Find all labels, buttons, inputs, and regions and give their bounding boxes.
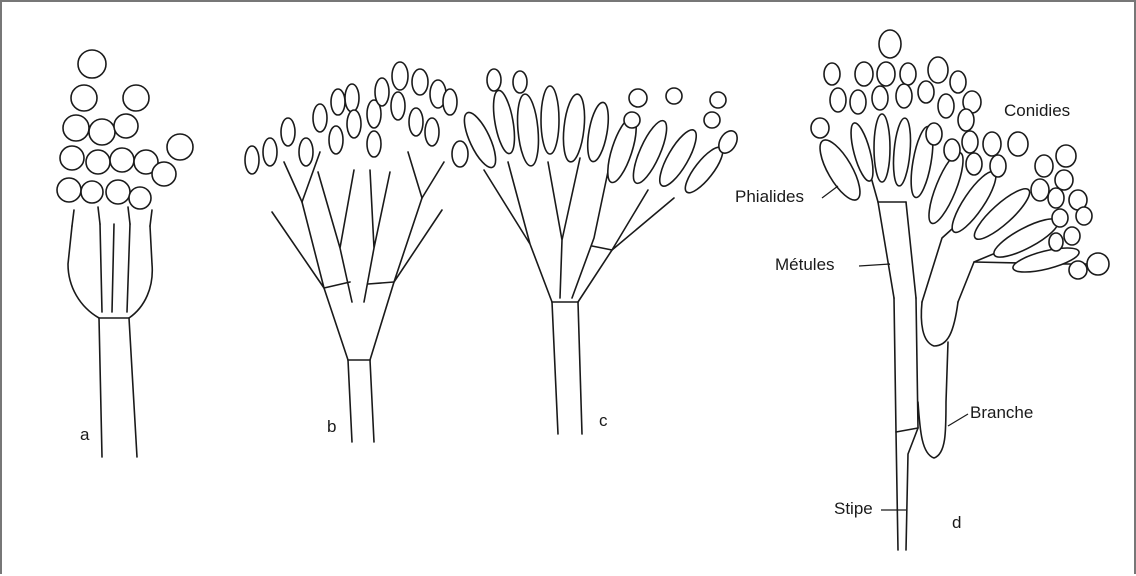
panel-label-b: b	[327, 417, 336, 436]
label-conidies: Conidies	[1004, 101, 1070, 120]
phialides-c	[458, 69, 741, 198]
conidiophore-a	[57, 50, 193, 457]
leader-metules	[859, 264, 890, 266]
leader-phialides	[822, 186, 838, 198]
leader-branche	[948, 414, 968, 426]
panel-label-d: d	[952, 513, 961, 532]
phialides-b	[245, 62, 468, 174]
label-metules: Métules	[775, 255, 835, 274]
label-stipe: Stipe	[834, 499, 873, 518]
conidiophore-c	[458, 69, 741, 434]
label-branche: Branche	[970, 403, 1033, 422]
panel-label-c: c	[599, 411, 608, 430]
conidiophore-b	[245, 62, 468, 442]
label-phialides: Phialides	[735, 187, 804, 206]
panel-label-a: a	[80, 425, 90, 444]
conidia-cluster-a	[57, 50, 193, 209]
